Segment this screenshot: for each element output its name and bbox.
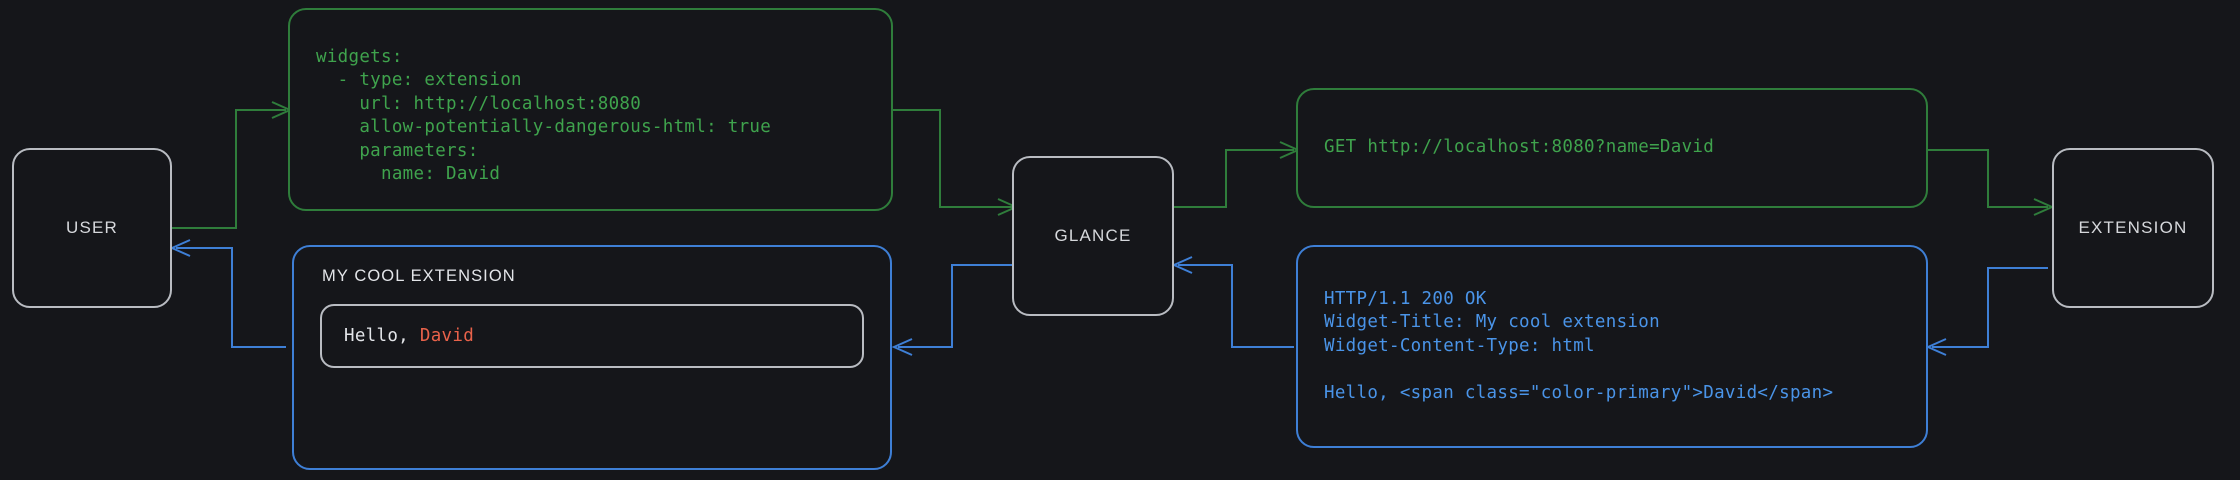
node-glance-label: GLANCE bbox=[1054, 226, 1132, 245]
node-user[interactable]: USER bbox=[12, 148, 172, 308]
request-panel: GET http://localhost:8080?name=David bbox=[1296, 88, 1928, 208]
wire-response-to-glance bbox=[1178, 264, 1294, 348]
node-glance[interactable]: GLANCE bbox=[1012, 156, 1174, 316]
widget-preview-body: Hello, David bbox=[320, 304, 864, 368]
widget-name-value: David bbox=[419, 326, 475, 346]
node-user-label: USER bbox=[65, 218, 119, 237]
wire-glance-to-request bbox=[1174, 149, 1294, 208]
node-extension-label: EXTENSION bbox=[2078, 218, 2188, 237]
wire-config-to-glance bbox=[893, 109, 1012, 208]
request-text: GET http://localhost:8080?name=David bbox=[1324, 137, 1715, 158]
wire-request-to-extension-arrow bbox=[2033, 198, 2055, 216]
wire-response-to-glance-arrow bbox=[1171, 256, 1193, 274]
config-panel: widgets: - type: extension url: http://l… bbox=[288, 8, 893, 211]
widget-preview-panel: MY COOL EXTENSION Hello, David bbox=[292, 245, 892, 470]
wire-widget-to-user bbox=[176, 247, 286, 348]
wire-widget-to-user-arrow bbox=[169, 239, 191, 257]
widget-preview-title: MY COOL EXTENSION bbox=[322, 267, 516, 285]
node-extension[interactable]: EXTENSION bbox=[2052, 148, 2214, 308]
wire-glance-to-widget bbox=[898, 264, 1012, 348]
response-text: HTTP/1.1 200 OK Widget-Title: My cool ex… bbox=[1324, 288, 1834, 403]
wire-glance-to-widget-arrow bbox=[891, 338, 913, 356]
wire-extension-to-response-arrow bbox=[1925, 338, 1947, 356]
config-yaml-text: widgets: - type: extension url: http://l… bbox=[316, 46, 772, 185]
wire-extension-to-response bbox=[1932, 267, 2048, 348]
wire-user-to-config bbox=[172, 109, 286, 229]
widget-greeting-text: Hello, bbox=[344, 326, 420, 346]
response-panel: HTTP/1.1 200 OK Widget-Title: My cool ex… bbox=[1296, 245, 1928, 448]
wire-request-to-extension bbox=[1928, 149, 2048, 208]
